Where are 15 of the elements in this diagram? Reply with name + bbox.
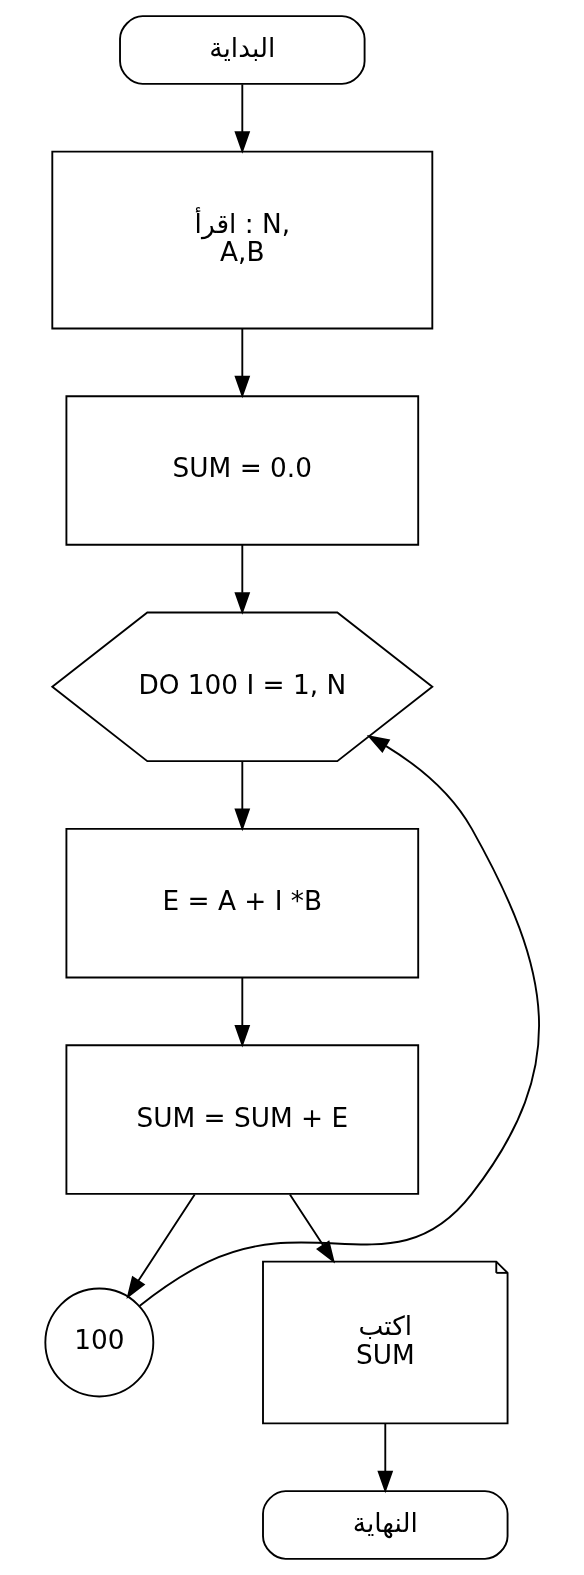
node-box: النهاية <box>261 1490 508 1560</box>
arrow <box>288 1193 335 1264</box>
node-box: البداية <box>118 15 366 85</box>
arrow <box>125 1193 196 1300</box>
arrow <box>138 735 540 1307</box>
arrow <box>233 544 250 615</box>
node-box: E = A + I *B <box>64 827 419 979</box>
arrow <box>233 760 250 832</box>
arrow <box>376 1422 393 1494</box>
arrow <box>233 83 250 154</box>
arrow <box>233 976 250 1048</box>
arrow <box>233 328 250 399</box>
node-box: SUM = 0.0 <box>64 395 419 546</box>
node-box: SUM = SUM + E <box>64 1044 419 1195</box>
node-circle: 100 <box>43 1287 154 1398</box>
